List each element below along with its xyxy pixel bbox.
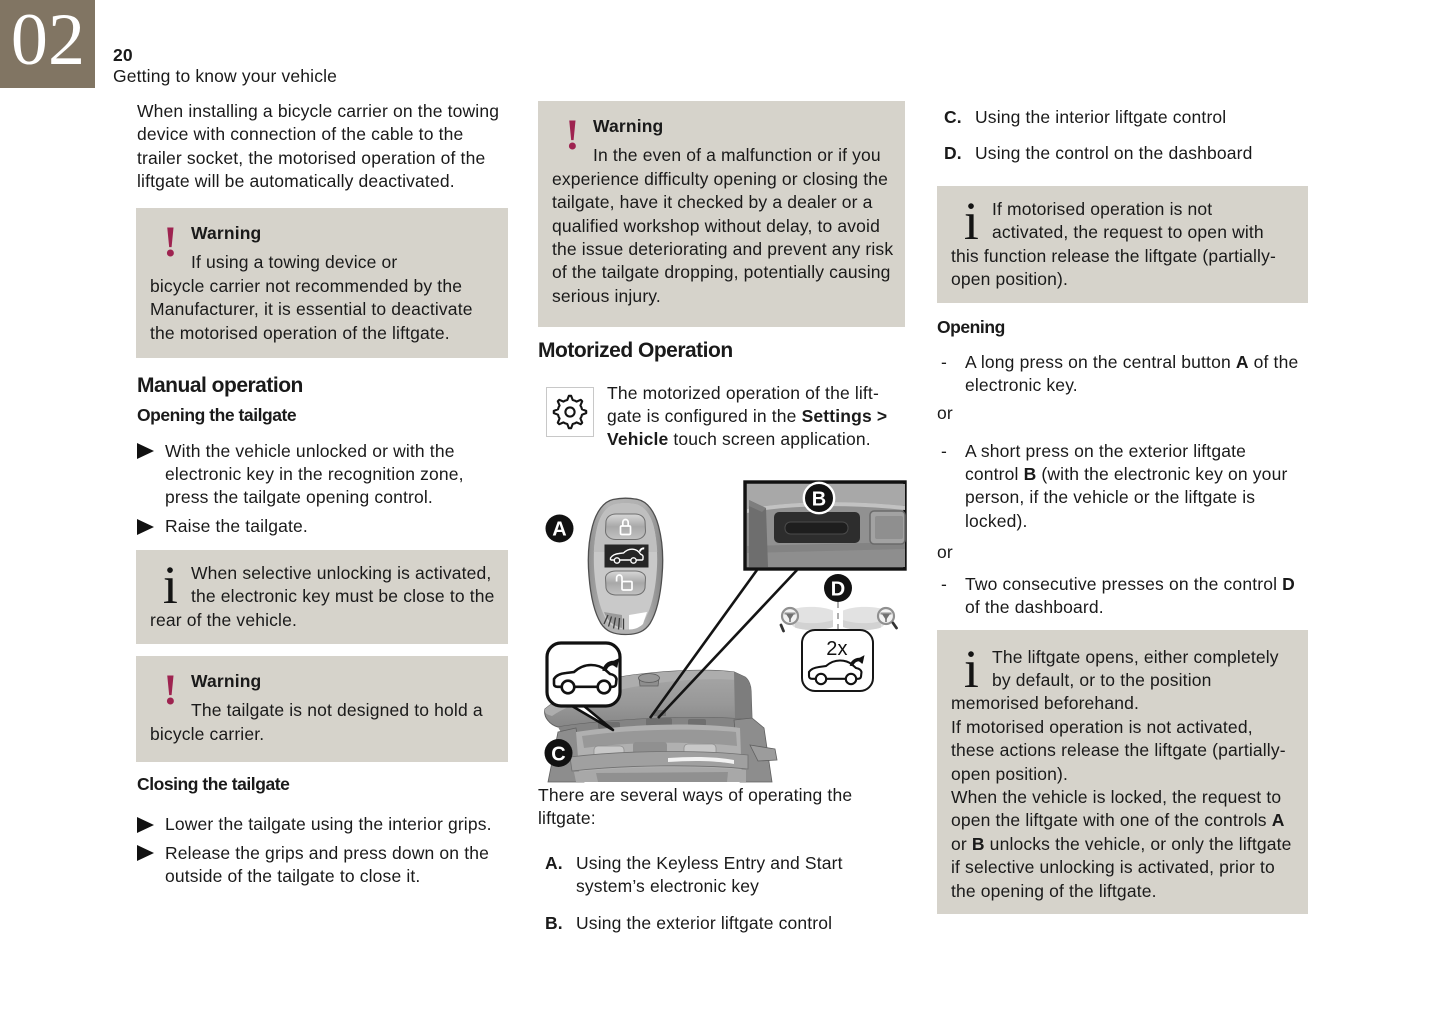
svg-text:2x: 2x xyxy=(826,638,847,660)
svg-text:C: C xyxy=(551,744,566,766)
svg-text:A: A xyxy=(552,519,567,541)
svg-text:B: B xyxy=(812,489,827,511)
svg-text:D: D xyxy=(831,579,846,601)
